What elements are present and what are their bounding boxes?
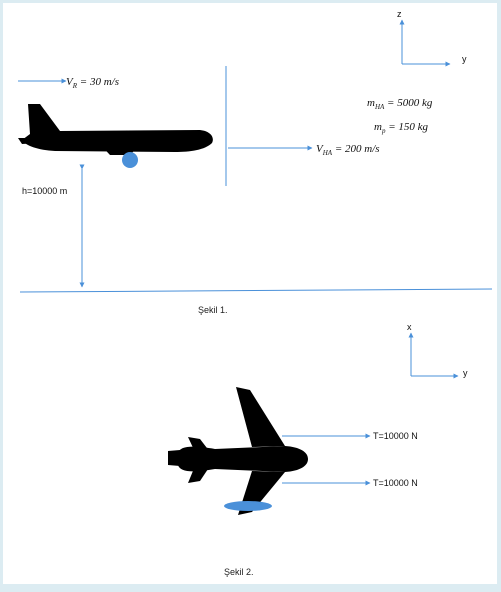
caption-figure-1: Şekil 1. [198,305,228,315]
axis-label-y: y [462,54,467,64]
wind-label: VR = 30 m/s [66,76,119,90]
aircraft-mass-label: mHA = 5000 kg [367,97,433,111]
axis-label-z: z [397,9,402,19]
axes-xy: x y [407,322,468,379]
package-mass-label: mp = 150 kg [374,121,429,135]
aircraft-top-view [168,387,308,515]
aircraft-velocity-label: VHA = 200 m/s [316,143,380,157]
height-label: h=10000 m [22,186,67,196]
thrust-label-bottom: T=10000 N [373,478,418,488]
thrust-label-top: T=10000 N [373,431,418,441]
axis-label-y-2: y [463,368,468,378]
aircraft-side-view [18,104,213,155]
axis-label-x: x [407,322,412,332]
ground-line [19,288,493,293]
package [122,152,138,168]
axes-zy: z y [397,9,467,67]
package-top [224,501,272,511]
caption-figure-2: Şekil 2. [224,567,254,577]
